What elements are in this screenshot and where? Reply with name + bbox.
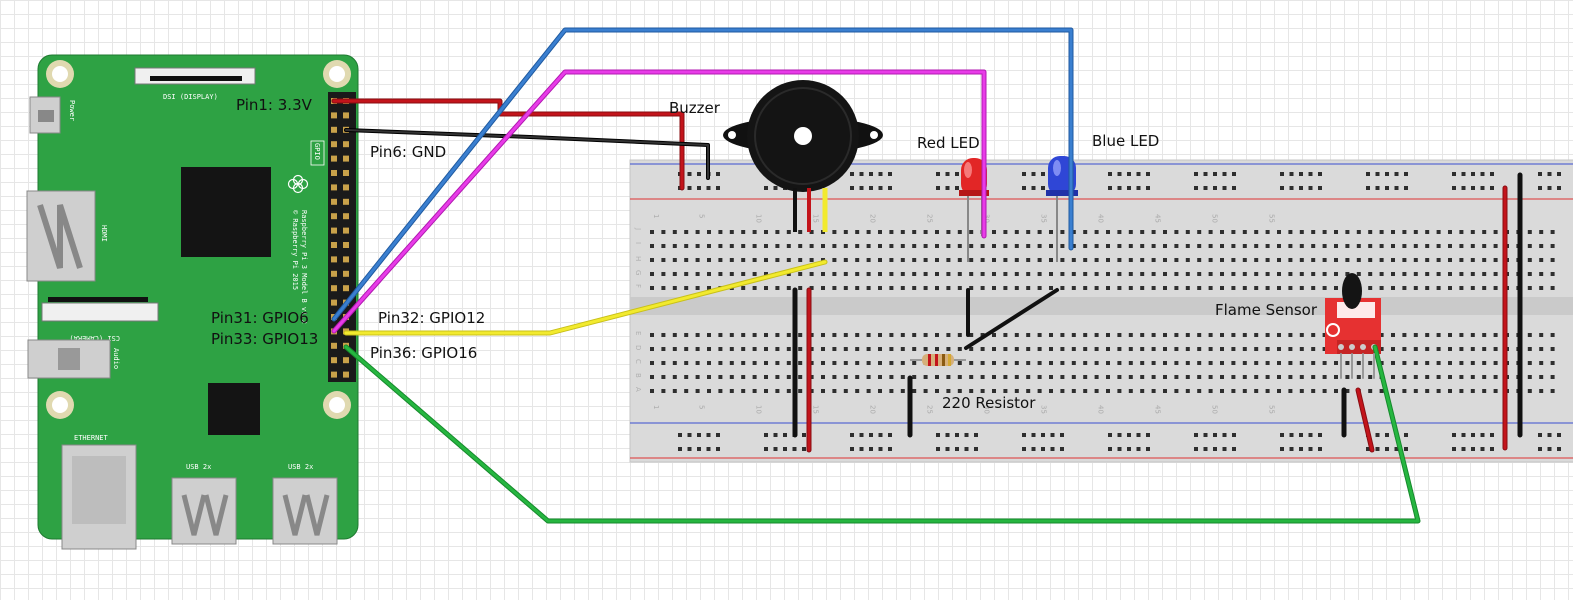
column-number: 15 — [812, 214, 820, 223]
hdmi-label: HDMI — [100, 225, 108, 242]
label-blue-led: Blue LED — [1092, 132, 1159, 150]
raspberry-pi-board: DSI (DISPLAY) Power HDMI Raspberry Pi 3 … — [26, 54, 359, 550]
column-number: 5 — [698, 214, 706, 218]
column-number: 40 — [1097, 405, 1105, 414]
label-resistor: 220 Resistor — [942, 394, 1036, 412]
row-letter: J — [634, 227, 642, 230]
breadboard: 1155101015152020252530303535404045455050… — [629, 159, 1573, 463]
column-number: 45 — [1154, 214, 1162, 223]
power-label: Power — [68, 100, 76, 121]
flame-sensor — [1325, 273, 1381, 354]
pi-model-label: Raspberry Pi 3 Model B v1.2 — [300, 210, 308, 324]
usb1-label: USB 2x — [186, 463, 211, 471]
dsi-label: DSI (DISPLAY) — [163, 93, 218, 101]
row-letter: G — [634, 270, 642, 275]
audio-label: Audio — [112, 348, 120, 369]
raspberry-logo-icon — [287, 174, 309, 194]
column-number: 55 — [1268, 405, 1276, 414]
column-number: 10 — [755, 405, 763, 414]
column-number: 5 — [698, 405, 706, 409]
label-pin31: Pin31: GPIO6 — [211, 309, 309, 327]
column-number: 35 — [1040, 214, 1048, 223]
label-pin32: Pin32: GPIO12 — [378, 309, 485, 327]
csi-label: CSI (CAMERA) — [69, 334, 120, 342]
row-letter: H — [634, 256, 642, 261]
label-buzzer: Buzzer — [669, 99, 721, 117]
gpio-label: GPIO — [313, 143, 321, 160]
column-number: 15 — [812, 405, 820, 414]
column-number: 1 — [652, 405, 660, 409]
soc-chip — [181, 167, 271, 257]
row-letter: E — [634, 331, 642, 335]
ethernet-label: ETHERNET — [74, 434, 109, 442]
column-number: 45 — [1154, 405, 1162, 414]
mounting-holes — [46, 60, 351, 419]
usb-port-1 — [171, 477, 237, 545]
row-letter: C — [634, 359, 642, 364]
column-number: 50 — [1211, 405, 1219, 414]
usb-controller-chip — [208, 383, 260, 435]
column-number: 1 — [652, 214, 660, 218]
column-number: 10 — [755, 214, 763, 223]
label-pin33: Pin33: GPIO13 — [211, 330, 318, 348]
column-number: 55 — [1268, 214, 1276, 223]
column-number: 20 — [869, 405, 877, 414]
resistor — [910, 354, 966, 366]
wires — [331, 27, 1523, 524]
label-red-led: Red LED — [917, 134, 980, 152]
row-letter: F — [634, 284, 642, 288]
column-number: 20 — [869, 214, 877, 223]
usb-port-2 — [272, 477, 338, 545]
row-letter: I — [634, 242, 642, 244]
column-number: 40 — [1097, 214, 1105, 223]
breadboard-holes — [650, 172, 1561, 451]
column-number: 30 — [983, 405, 991, 414]
column-number: 25 — [926, 214, 934, 223]
csi-connector — [41, 302, 159, 322]
row-letter: A — [634, 387, 642, 392]
label-flame-sensor: Flame Sensor — [1215, 301, 1318, 319]
column-number: 25 — [926, 405, 934, 414]
label-pin1: Pin1: 3.3V — [236, 96, 313, 114]
column-number: 50 — [1211, 214, 1219, 223]
gpio-header — [328, 92, 356, 382]
column-number: 35 — [1040, 405, 1048, 414]
column-number: 30 — [983, 214, 991, 223]
label-pin36: Pin36: GPIO16 — [370, 344, 477, 362]
pi-copyright-label: © Raspberry Pi 2015 — [291, 210, 299, 290]
row-letter: B — [634, 373, 642, 378]
column-numbers: 1155101015152020252530303535404045455050… — [634, 214, 1276, 414]
label-pin6: Pin6: GND — [370, 143, 446, 161]
buzzer — [723, 80, 883, 232]
row-letter: D — [634, 345, 642, 350]
usb2-label: USB 2x — [288, 463, 313, 471]
